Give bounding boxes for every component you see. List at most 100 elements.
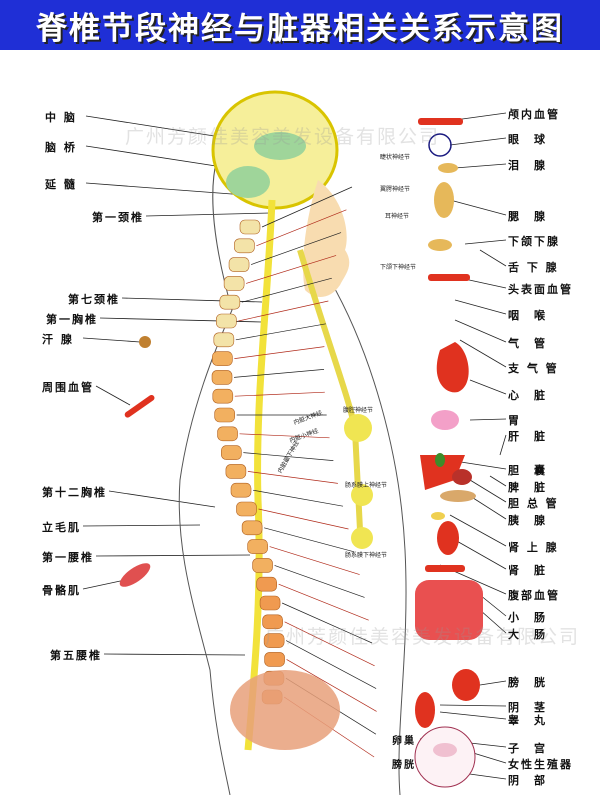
leader-line-right-5 xyxy=(479,249,507,267)
testis xyxy=(415,692,435,728)
leader-line-right-23 xyxy=(439,704,507,707)
vertebra xyxy=(236,501,257,517)
bladder xyxy=(452,669,480,701)
right-label-0: 颅内血管 xyxy=(508,108,560,121)
vertebra xyxy=(212,388,234,404)
spinal-nerve xyxy=(278,583,369,621)
leader-line-right-25 xyxy=(469,742,507,748)
spinal-nerve xyxy=(247,471,338,484)
leader-lines xyxy=(82,112,507,780)
leader-line-right-9 xyxy=(459,339,507,368)
right-label-20: 小 肠 xyxy=(508,611,547,624)
pancreas xyxy=(440,490,476,502)
right-label-17: 肾 上 腺 xyxy=(508,541,559,554)
left-label-10: 第一腰椎 xyxy=(42,551,94,564)
ganglion-label-0: 睫状神经节 xyxy=(380,154,411,161)
spinal-nerve xyxy=(252,489,344,507)
left-label-11: 骨骼肌 xyxy=(42,584,81,597)
heart xyxy=(436,342,469,393)
body-outline xyxy=(178,129,233,795)
vertebra xyxy=(217,426,238,442)
spleen xyxy=(452,469,472,485)
right-label-24: 睾 丸 xyxy=(508,714,547,727)
vertebra xyxy=(230,482,252,498)
leader-line-left-12 xyxy=(103,653,246,656)
spinal-nerve xyxy=(238,300,329,322)
eyeball xyxy=(428,133,452,157)
left-label-5: 第一胸椎 xyxy=(46,313,98,326)
ganglion-label-9: 肠系膜下神经节 xyxy=(345,552,388,559)
leader-line-left-2 xyxy=(85,182,246,196)
leader-line-right-8 xyxy=(454,319,507,343)
right-label-11: 胃 xyxy=(508,414,521,427)
leader-line-right-21 xyxy=(479,609,507,634)
spinal-nerve xyxy=(256,209,347,247)
celiac-ganglion xyxy=(344,414,372,442)
spinal-nerve xyxy=(281,602,373,644)
pelvis xyxy=(230,670,340,750)
ovary-label: 卵巢 xyxy=(392,736,416,747)
midbrain xyxy=(254,132,306,160)
vertebra xyxy=(259,595,281,611)
right-label-18: 肾 脏 xyxy=(508,564,547,577)
leader-line-right-18 xyxy=(454,539,507,570)
left-label-0: 中 脑 xyxy=(45,111,77,124)
organs xyxy=(414,118,483,788)
inferior-mesenteric-ganglion xyxy=(351,527,373,549)
leader-line-left-11 xyxy=(82,579,126,590)
leader-line-right-26 xyxy=(469,751,507,764)
right-label-13: 胆 囊 xyxy=(508,464,547,477)
ganglion-label-2: 耳神经节 xyxy=(385,213,410,220)
left-label-3: 第一颈椎 xyxy=(92,211,144,224)
leader-line-right-24 xyxy=(439,711,507,720)
right-label-8: 气 管 xyxy=(508,337,547,350)
spinal-nerve xyxy=(284,621,375,667)
spinal-nerve xyxy=(286,659,377,712)
leader-line-right-20 xyxy=(479,594,507,617)
ganglion-label-8: 肠系膜上神经节 xyxy=(345,482,388,489)
torso-front-outline xyxy=(329,279,407,795)
leader-line-left-5 xyxy=(99,317,263,323)
vertebra xyxy=(221,445,242,460)
leader-line-left-8 xyxy=(108,490,216,508)
sweat-gland xyxy=(139,336,151,348)
leader-line-left-7 xyxy=(95,385,131,406)
spinal-nerve xyxy=(285,640,377,689)
abdominal-vessel xyxy=(425,565,465,572)
left-label-7: 周围血管 xyxy=(42,381,94,394)
vertebra xyxy=(234,238,255,254)
peripheral-vessel xyxy=(124,394,155,418)
skeletal-muscle xyxy=(119,563,151,587)
spinal-nerve xyxy=(250,232,342,265)
ganglion-label-1: 翼腭神经节 xyxy=(380,186,411,193)
cerebellum xyxy=(226,166,270,198)
spinal-nerve xyxy=(234,391,325,397)
leader-line-right-11 xyxy=(469,418,507,421)
spinal-nerve xyxy=(243,452,334,461)
leader-line-right-22 xyxy=(479,680,507,686)
right-label-26: 女性生殖器 xyxy=(508,758,573,771)
liver xyxy=(420,455,465,490)
leader-line-right-7 xyxy=(454,299,507,315)
leader-line-right-2 xyxy=(454,163,507,169)
vertebra xyxy=(264,652,285,667)
adrenal-gland xyxy=(431,512,445,520)
right-label-14: 脾 脏 xyxy=(508,481,547,494)
vertebra xyxy=(228,257,250,272)
leader-line-left-9 xyxy=(82,524,201,527)
vertebra xyxy=(239,219,261,235)
left-label-4: 第七颈椎 xyxy=(68,293,120,306)
inner-bladder-label: 膀胱 xyxy=(392,760,416,771)
gallbladder xyxy=(435,453,445,467)
spinal-nerve xyxy=(269,546,360,575)
stomach xyxy=(431,410,459,430)
right-label-2: 泪 腺 xyxy=(508,159,547,172)
right-label-6: 头表面血管 xyxy=(508,283,573,296)
leader-line-right-14 xyxy=(489,475,507,487)
vertebra xyxy=(211,370,233,385)
right-label-7: 咽 喉 xyxy=(508,309,547,322)
vertebrae xyxy=(211,186,377,758)
vertebra xyxy=(219,294,241,310)
vertebra xyxy=(225,464,247,479)
watermark-bottom: 广州芳颜佳美容美发设备有限公司 xyxy=(265,626,581,648)
